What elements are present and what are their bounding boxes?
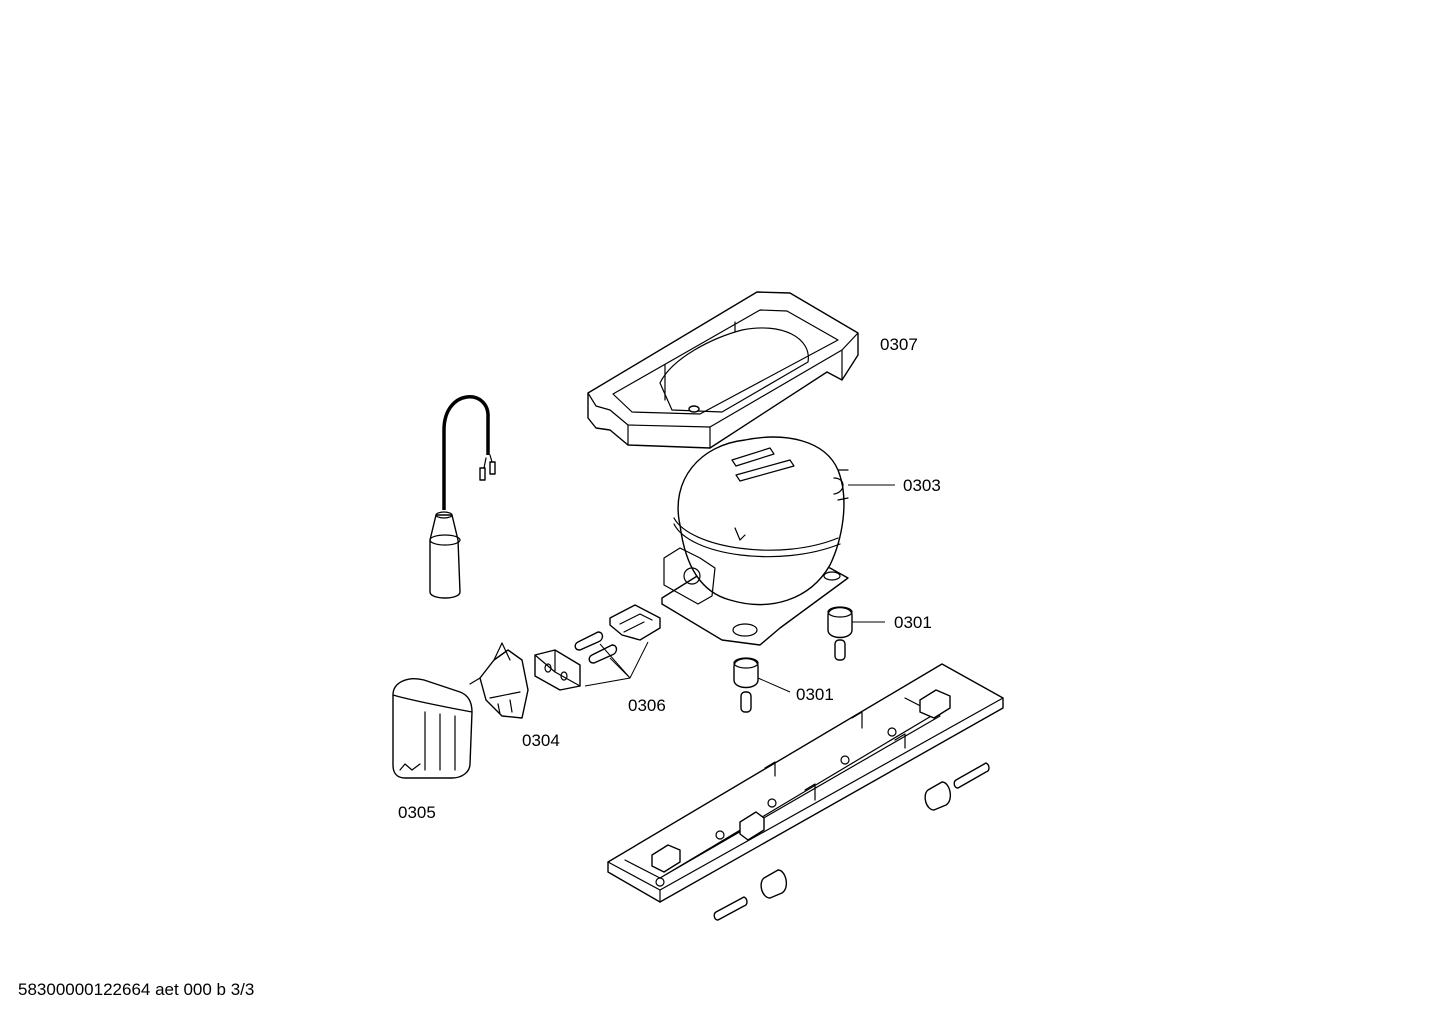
pin-left-part (713, 896, 748, 921)
base-rail-part (607, 663, 1004, 903)
rubber-foot-left-part (733, 657, 759, 713)
label-0305: 0305 (398, 803, 436, 822)
bushing-left-part (760, 869, 788, 899)
document-id-footer: 58300000122664 aet 000 b 3/3 (18, 980, 255, 999)
rubber-foot-right-part (827, 606, 853, 661)
label-0303: 0303 (903, 476, 941, 495)
label-0306: 0306 (628, 696, 666, 715)
drip-tray-part (587, 291, 859, 449)
pin-right-part (953, 762, 990, 789)
relay-cover-part (392, 678, 473, 779)
clip-set-part (534, 604, 661, 691)
starter-relay-part (469, 642, 529, 719)
label-0301-right: 0301 (894, 613, 932, 632)
label-0304: 0304 (522, 731, 560, 750)
bushing-right-part (924, 781, 952, 811)
leader-lines (584, 484, 895, 693)
label-0307: 0307 (880, 335, 918, 354)
label-0301-left: 0301 (796, 685, 834, 704)
compressor-part (661, 436, 849, 646)
capacitor-part (429, 395, 496, 599)
